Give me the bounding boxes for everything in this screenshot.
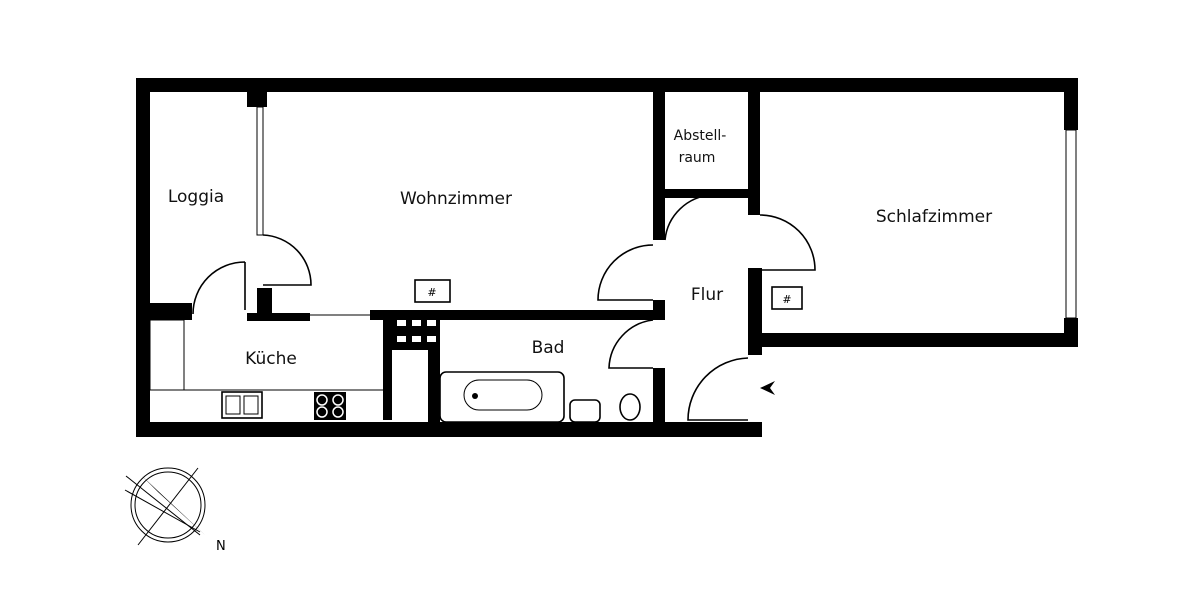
room-wohnzimmer: Wohnzimmer — [400, 189, 512, 209]
room-abstellraum-2: raum — [679, 150, 716, 166]
room-flur: Flur — [691, 285, 723, 305]
room-schlafzimmer: Schlafzimmer — [876, 207, 992, 227]
room-bad: Bad — [532, 338, 565, 358]
compass-icon: N — [124, 467, 226, 554]
compass-north-label: N — [216, 539, 226, 554]
bathtub-icon — [439, 371, 565, 423]
chimney-icon — [414, 279, 451, 303]
vent-grid — [397, 320, 436, 342]
toilet-icon — [619, 393, 641, 421]
entrance-arrow-icon — [760, 381, 775, 395]
room-loggia: Loggia — [168, 187, 224, 207]
doors — [192, 194, 816, 421]
room-abstellraum-1: Abstell- — [674, 128, 727, 144]
room-labels: Loggia Wohnzimmer Abstell- raum Schlafzi… — [168, 128, 992, 369]
washbasin-icon — [569, 399, 601, 423]
chimney-icon — [771, 286, 803, 310]
walls — [136, 78, 1078, 437]
sink-icon — [221, 391, 263, 419]
svg-text:#: # — [782, 293, 791, 306]
svg-text:#: # — [427, 286, 436, 299]
room-kueche: Küche — [245, 349, 297, 369]
fixtures: # # — [184, 279, 803, 423]
windows — [149, 106, 1077, 391]
